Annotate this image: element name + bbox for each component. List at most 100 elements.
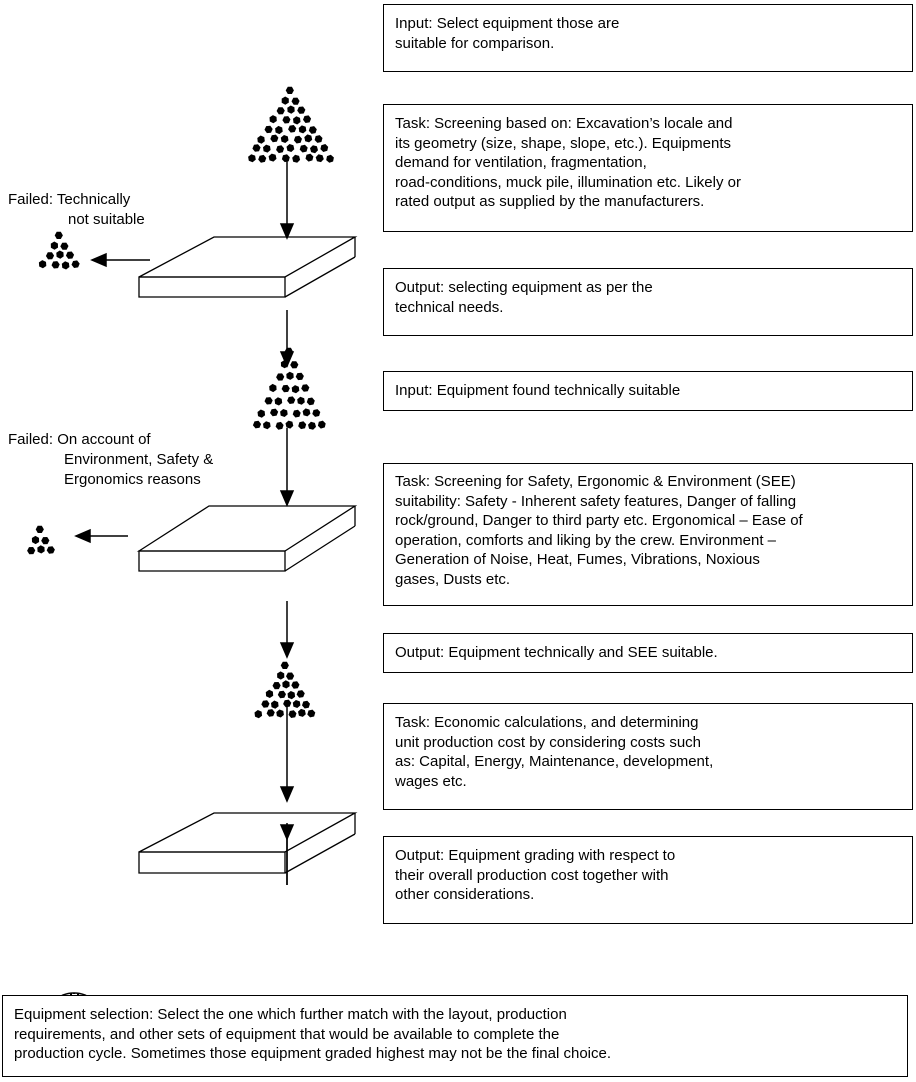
equipment-dot [297, 106, 306, 114]
equipment-dot [60, 242, 69, 250]
flow-arrow-icon [279, 156, 295, 240]
input-box-select-equipment: Input: Select equipment those are suitab… [383, 4, 913, 72]
box-text-line: gases, Dusts etc. [395, 570, 511, 588]
equipment-dot [261, 700, 270, 708]
failed-text-line: Failed: Technically [8, 191, 131, 208]
flow-arrow-icon [279, 705, 295, 803]
equipment-dot [291, 97, 300, 105]
equipment-dot [272, 682, 281, 690]
equipment-dot [269, 383, 277, 393]
flow-arrow-icon [279, 823, 295, 885]
equipment-dot [274, 397, 283, 406]
input-box-technically-suitable: Input: Equipment found technically suita… [383, 371, 913, 411]
box-text-line: operation, comforts and liking by the cr… [395, 531, 777, 549]
equipment-dot [51, 261, 60, 269]
equipment-dot [317, 420, 326, 429]
equipment-dot [314, 135, 323, 143]
box-text-line: Task: Screening based on: Excavation’s l… [395, 115, 733, 132]
box-text-line: Output: Equipment grading with respect t… [395, 847, 676, 864]
equipment-dot [293, 135, 302, 144]
task-box-economic-calculations: Task: Economic calculations, and determi… [383, 703, 913, 810]
equipment-dot [291, 385, 300, 394]
box-text-line: Output: Equipment technically and SEE su… [395, 644, 718, 661]
equipment-dot [299, 144, 308, 153]
equipment-dot [282, 680, 290, 689]
equipment-dot [54, 231, 63, 239]
equipment-dot [290, 361, 299, 369]
equipment-dot [305, 153, 314, 162]
equipment-dot [277, 671, 285, 680]
task-box-see-screening: Task: Screening for Safety, Ergonomic & … [383, 463, 913, 606]
equipment-dot [37, 545, 45, 554]
reject-arrow-icon [74, 528, 128, 544]
equipment-dot [304, 134, 313, 143]
equipment-dot [291, 681, 300, 689]
output-box-equipment-grading: Output: Equipment grading with respect t… [383, 836, 913, 924]
equipment-dot [276, 373, 285, 381]
equipment-dot [303, 115, 312, 123]
box-text-line: Input: Select equipment those are [395, 15, 620, 32]
equipment-dot [287, 396, 296, 404]
equipment-dot [293, 116, 301, 125]
equipment-dot [286, 144, 295, 152]
box-text-line: requirements, and other sets of equipmen… [14, 1025, 560, 1043]
equipment-dot [326, 154, 334, 163]
failed-text-line: Ergonomics reasons [64, 471, 201, 488]
flow-arrow-icon [279, 428, 295, 507]
box-text-line: Equipment selection: Select the one whic… [14, 1006, 567, 1023]
equipment-dot [46, 546, 55, 554]
equipment-dot [308, 421, 316, 430]
equipment-dot [27, 547, 36, 555]
box-text-line: unit production cost by considering cost… [395, 733, 701, 751]
failed-text-line: not suitable [68, 211, 145, 228]
equipment-dot [38, 260, 47, 269]
equipment-dot [264, 397, 273, 405]
box-text-line: Output: selecting equipment as per the [395, 279, 653, 296]
equipment-pile-icon [254, 661, 316, 719]
failed-label-technical: Failed: Technically not suitable [8, 190, 145, 230]
equipment-dot [263, 144, 271, 153]
equipment-dot [61, 261, 70, 270]
box-text-line: road-conditions, muck pile, illumination… [395, 173, 741, 191]
equipment-dot [277, 690, 286, 699]
equipment-dot [280, 661, 289, 669]
equipment-dot [56, 250, 64, 259]
equipment-dot [50, 241, 58, 250]
reject-arrow-icon [90, 252, 150, 268]
box-text-line: technical needs. [395, 298, 504, 316]
screening-tray-icon [138, 236, 358, 298]
equipment-dot [285, 420, 294, 429]
equipment-dot [302, 408, 311, 417]
equipment-dot [298, 421, 307, 430]
equipment-dot [298, 125, 307, 134]
equipment-dot [264, 125, 273, 134]
flow-arrow-icon [279, 310, 295, 368]
equipment-dot [307, 709, 316, 718]
box-text-line: its geometry (size, shape, slope, etc.).… [395, 134, 731, 152]
equipment-dot [286, 672, 295, 680]
failed-text-line: Environment, Safety & [64, 451, 214, 468]
equipment-dot [281, 96, 289, 105]
equipment-dot [252, 144, 261, 152]
box-text-line: rock/ground, Danger to third party etc. … [395, 512, 803, 529]
box-text-line: Input: Equipment found technically suita… [395, 382, 681, 399]
equipment-dot [258, 154, 267, 163]
box-text-line: wages etc. [395, 772, 467, 790]
equipment-dot [288, 125, 297, 133]
box-text-line: Task: Screening for Safety, Ergonomic & … [395, 473, 796, 490]
equipment-dot [270, 134, 279, 143]
failed-text-line: Failed: On account of [8, 431, 151, 448]
equipment-dot [265, 689, 274, 698]
equipment-dot [65, 251, 75, 259]
box-text-line: other considerations. [395, 886, 535, 903]
equipment-dot [292, 409, 301, 418]
box-text-line: suitable for comparison. [395, 34, 555, 52]
equipment-dot [275, 125, 283, 135]
equipment-dot [287, 105, 295, 114]
output-box-technical-needs: Output: selecting equipment as per the t… [383, 268, 913, 336]
equipment-dot [287, 691, 296, 700]
equipment-dot [276, 107, 285, 115]
failed-label-see: Failed: On account of Environment, Safet… [8, 430, 213, 490]
equipment-dot [302, 700, 310, 709]
flow-arrow-icon [279, 601, 295, 659]
